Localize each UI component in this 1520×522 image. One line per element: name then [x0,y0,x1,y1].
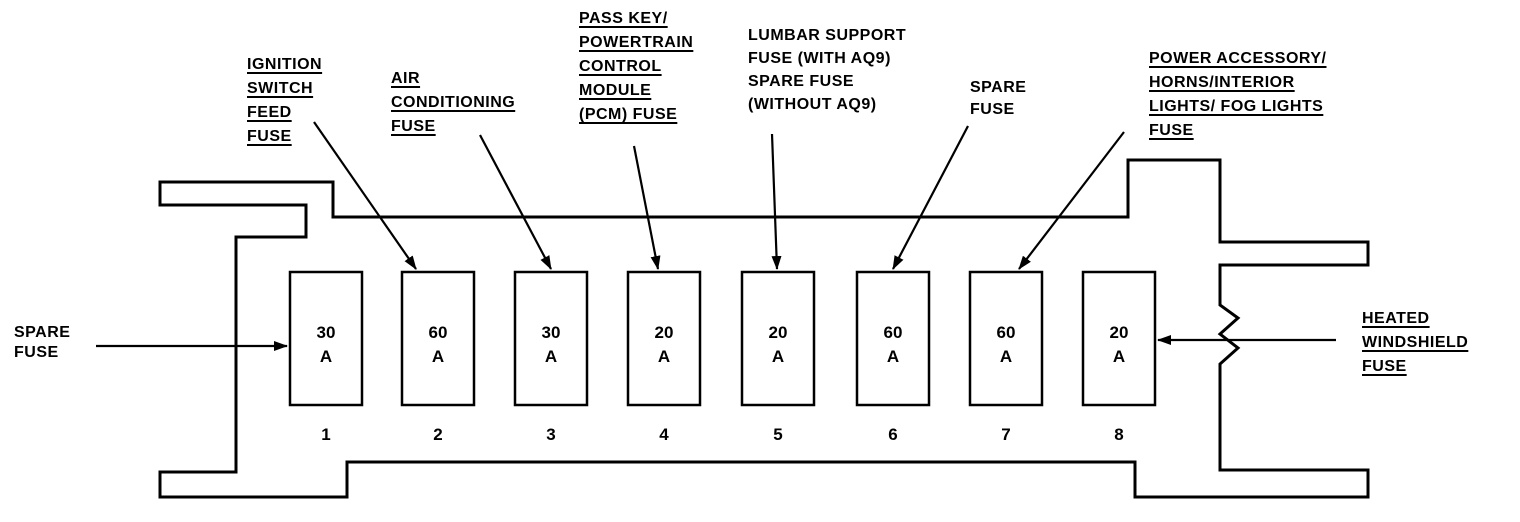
fuse-unit: A [887,347,899,366]
fuse-body [626,270,702,407]
callout-ignition-switch-feed-fuse: IGNITION SWITCH FEED FUSE [247,56,323,146]
callout-line: MODULE [579,82,651,99]
fuse-rating: 60 [884,323,903,342]
callout-line: (PCM) FUSE [579,106,677,123]
callout-line: HORNS/INTERIOR [1149,74,1295,91]
callout-line: FUSE [247,128,292,145]
leader-arrow-fuse-7 [1018,131,1125,270]
fuse-rating: 20 [769,323,788,342]
leader-arrow-fuse-2 [313,121,417,270]
callout-line: FUSE (WITH AQ9) [748,50,891,67]
fuse-position: 6 [888,425,897,444]
fuse-1[interactable]: 30 A 1 [288,270,364,444]
fuse-4[interactable]: 20 A 4 [626,270,702,444]
callout-pass-key-pcm-fuse: PASS KEY/ POWERTRAIN CONTROL MODULE (PCM… [579,10,694,124]
callout-line: SPARE FUSE [748,73,854,90]
leader-arrow-fuse-4 [632,145,661,270]
callout-power-accessory-fuse: POWER ACCESSORY/ HORNS/INTERIOR LIGHTS/ … [1149,50,1327,140]
callout-line: LIGHTS/ FOG LIGHTS [1149,98,1323,115]
fuse-body [288,270,364,407]
fuse-position: 8 [1114,425,1123,444]
callout-line: FUSE [1149,122,1194,139]
fuse-unit: A [658,347,670,366]
fuse-8[interactable]: 20 A 8 [1081,270,1157,444]
fuse-position: 3 [546,425,555,444]
fuse-5[interactable]: 20 A 5 [740,270,816,444]
fuse-body [968,270,1044,407]
fuse-rating: 20 [655,323,674,342]
callout-lumbar-support-fuse: LUMBAR SUPPORT FUSE (WITH AQ9) SPARE FUS… [748,27,906,113]
fuse-position: 2 [433,425,442,444]
fuse-body [740,270,816,407]
callout-line: AIR [391,70,420,87]
callout-line: FUSE [1362,358,1407,375]
fuse-rating: 30 [542,323,561,342]
callout-spare-fuse-1: SPARE FUSE [14,324,70,361]
fuse-rating: 60 [429,323,448,342]
fuse-3[interactable]: 30 A 3 [513,270,589,444]
fuse-position: 1 [321,425,330,444]
callout-line: SWITCH [247,80,313,97]
callout-line: FUSE [391,118,436,135]
fuse-unit: A [772,347,784,366]
fuse-unit: A [1113,347,1125,366]
fuse-rating: 30 [317,323,336,342]
fuse-rating: 60 [997,323,1016,342]
fuse-unit: A [320,347,332,366]
leader-arrow-fuse-6 [892,125,969,270]
fuse-position: 7 [1001,425,1010,444]
callout-line: CONTROL [579,58,662,75]
fuse-unit: A [432,347,444,366]
fuse-body [855,270,931,407]
callout-spare-fuse-6: SPARE FUSE [970,79,1026,118]
callout-line: FUSE [970,101,1015,118]
callout-line: FUSE [14,344,59,361]
fuse-body [513,270,589,407]
callout-air-conditioning-fuse: AIR CONDITIONING FUSE [391,70,516,136]
fuse-position: 5 [773,425,782,444]
callout-line: WINDSHIELD [1362,334,1468,351]
callout-line: POWER ACCESSORY/ [1149,50,1327,67]
callout-line: HEATED [1362,310,1430,327]
callout-line: SPARE [970,79,1026,96]
callout-line: SPARE [14,324,70,341]
callout-line: IGNITION [247,56,322,73]
callout-line: POWERTRAIN [579,34,693,51]
fuse-unit: A [1000,347,1012,366]
fuse-2[interactable]: 60 A 2 [400,270,476,444]
fuse-6[interactable]: 60 A 6 [855,270,931,444]
fuse-body [400,270,476,407]
callout-heated-windshield-fuse: HEATED WINDSHIELD FUSE [1362,310,1469,376]
callout-line: PASS KEY/ [579,10,668,27]
callout-line: FEED [247,104,292,121]
fuse-body [1081,270,1157,407]
callout-line: CONDITIONING [391,94,515,111]
callout-line: LUMBAR SUPPORT [748,27,906,44]
callout-line: (WITHOUT AQ9) [748,96,877,113]
fuse-7[interactable]: 60 A 7 [968,270,1044,444]
fuse-position: 4 [659,425,669,444]
fuse-unit: A [545,347,557,366]
fuse-block-housing [158,158,1370,499]
leader-arrow-fuse-5 [770,133,782,270]
fuse-rating: 20 [1110,323,1129,342]
leader-arrow-fuse-3 [479,134,552,270]
